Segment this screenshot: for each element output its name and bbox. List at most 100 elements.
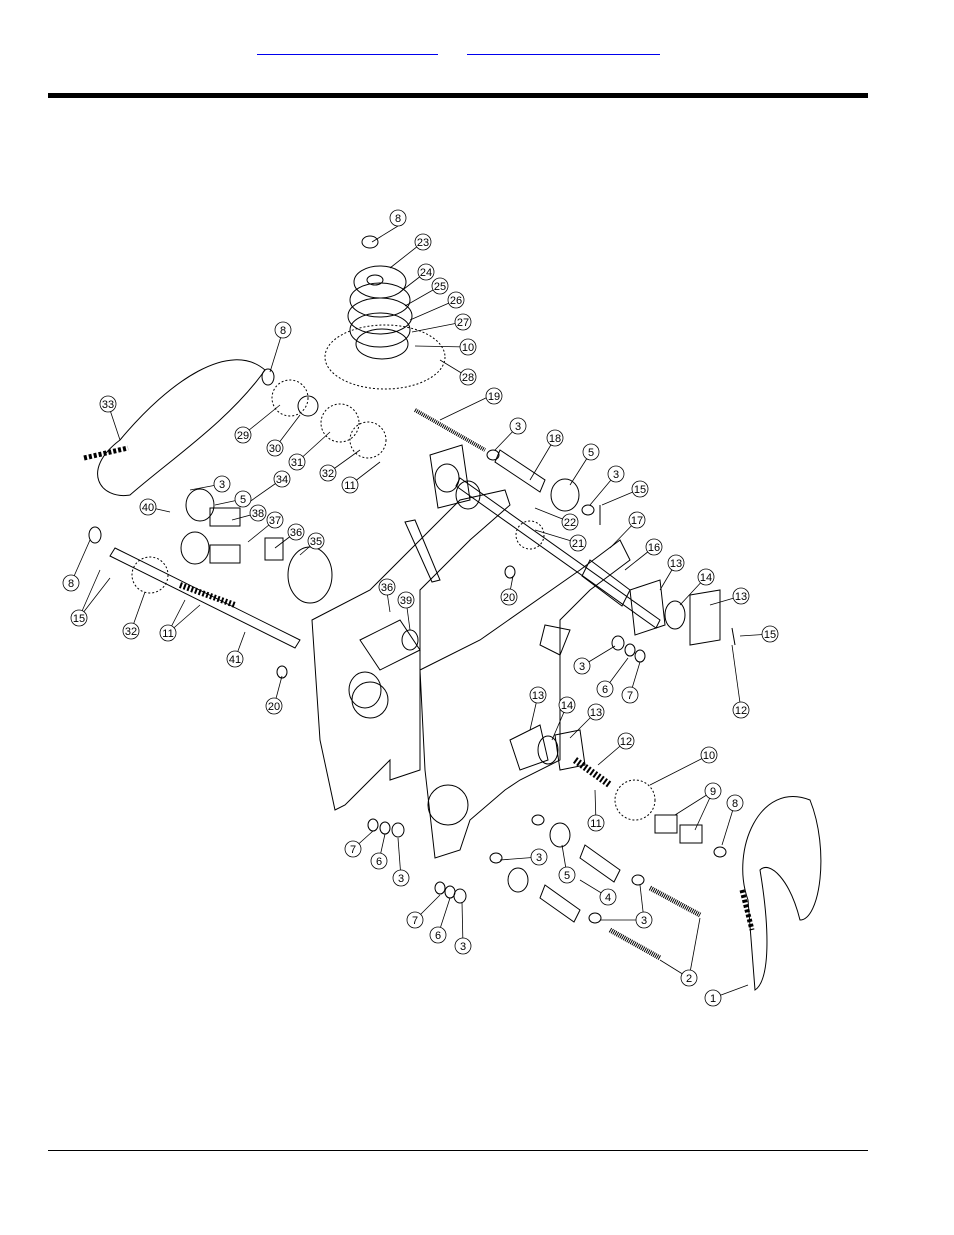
svg-text:3: 3 bbox=[641, 915, 647, 927]
callout-17: 17 bbox=[629, 512, 645, 528]
svg-text:30: 30 bbox=[269, 443, 281, 455]
callout-13-a: 13 bbox=[668, 555, 684, 571]
callout-14-b: 14 bbox=[559, 697, 575, 713]
callout-20-b: 20 bbox=[501, 589, 517, 605]
callout-7-c: 7 bbox=[407, 912, 423, 928]
callout-36-a: 36 bbox=[288, 524, 304, 540]
callout-7-a: 7 bbox=[622, 687, 638, 703]
callout-11-b: 11 bbox=[160, 625, 176, 641]
svg-text:3: 3 bbox=[219, 479, 225, 491]
svg-text:15: 15 bbox=[634, 484, 646, 496]
callout-5-c: 5 bbox=[559, 867, 575, 883]
svg-text:13: 13 bbox=[670, 558, 682, 570]
svg-text:25: 25 bbox=[434, 281, 446, 293]
callout-20-a: 20 bbox=[266, 698, 282, 714]
callout-32-b: 32 bbox=[123, 623, 139, 639]
svg-text:3: 3 bbox=[536, 852, 542, 864]
callout-16: 16 bbox=[646, 539, 662, 555]
svg-text:11: 11 bbox=[590, 818, 601, 830]
footer-rule bbox=[48, 1150, 868, 1151]
svg-text:11: 11 bbox=[344, 480, 355, 492]
callout-15-a: 15 bbox=[71, 610, 87, 626]
svg-text:34: 34 bbox=[276, 474, 288, 486]
callout-30: 30 bbox=[267, 440, 283, 456]
callout-3-f: 3 bbox=[531, 849, 547, 865]
callout-22: 22 bbox=[562, 514, 578, 530]
svg-text:8: 8 bbox=[280, 325, 286, 337]
callout-6-c: 6 bbox=[430, 927, 446, 943]
callout-27: 27 bbox=[455, 314, 471, 330]
svg-text:37: 37 bbox=[269, 515, 281, 527]
callout-4: 4 bbox=[600, 889, 616, 905]
callout-3-g: 3 bbox=[636, 912, 652, 928]
svg-text:6: 6 bbox=[602, 684, 608, 696]
svg-text:11: 11 bbox=[162, 628, 173, 640]
svg-text:3: 3 bbox=[515, 421, 521, 433]
svg-text:32: 32 bbox=[322, 468, 334, 480]
svg-text:5: 5 bbox=[564, 870, 570, 882]
callout-10-top: 10 bbox=[460, 339, 476, 355]
svg-text:32: 32 bbox=[125, 626, 137, 638]
callout-40: 40 bbox=[140, 499, 156, 515]
callout-23: 23 bbox=[415, 234, 431, 250]
svg-text:16: 16 bbox=[648, 542, 660, 554]
callout-28: 28 bbox=[460, 369, 476, 385]
callout-3-c: 3 bbox=[608, 466, 624, 482]
svg-text:10: 10 bbox=[462, 342, 474, 354]
svg-text:4: 4 bbox=[605, 892, 611, 904]
svg-text:6: 6 bbox=[376, 856, 382, 868]
svg-text:24: 24 bbox=[420, 267, 432, 279]
callout-25: 25 bbox=[432, 278, 448, 294]
svg-text:7: 7 bbox=[350, 844, 356, 856]
svg-text:7: 7 bbox=[627, 690, 633, 702]
svg-text:35: 35 bbox=[310, 536, 322, 548]
callout-38: 38 bbox=[250, 505, 266, 521]
callout-14-a: 14 bbox=[698, 569, 714, 585]
svg-text:14: 14 bbox=[561, 700, 573, 712]
svg-text:8: 8 bbox=[732, 798, 738, 810]
callout-36-b: 36 bbox=[379, 579, 395, 595]
callout-10-b: 10 bbox=[701, 747, 717, 763]
callout-3-b: 3 bbox=[510, 418, 526, 434]
svg-text:13: 13 bbox=[532, 690, 544, 702]
callout-31: 31 bbox=[289, 454, 305, 470]
svg-text:38: 38 bbox=[252, 508, 264, 520]
callout-5-b: 5 bbox=[583, 444, 599, 460]
callout-34: 34 bbox=[274, 471, 290, 487]
callout-8-left: 8 bbox=[275, 322, 291, 338]
callout-11-top: 11 bbox=[342, 477, 358, 493]
callout-2: 2 bbox=[681, 970, 697, 986]
callout-13-c: 13 bbox=[530, 687, 546, 703]
callout-33: 33 bbox=[100, 396, 116, 412]
svg-text:2: 2 bbox=[686, 973, 692, 985]
svg-text:41: 41 bbox=[229, 654, 241, 666]
svg-text:15: 15 bbox=[73, 613, 85, 625]
callout-13-d: 13 bbox=[588, 704, 604, 720]
svg-text:15: 15 bbox=[764, 629, 776, 641]
callout-6-a: 6 bbox=[597, 681, 613, 697]
svg-text:14: 14 bbox=[700, 572, 712, 584]
svg-text:17: 17 bbox=[631, 515, 643, 527]
callout-24: 24 bbox=[418, 264, 434, 280]
callout-29: 29 bbox=[235, 427, 251, 443]
svg-text:10: 10 bbox=[703, 750, 715, 762]
callout-12-b: 12 bbox=[618, 733, 634, 749]
callout-26: 26 bbox=[448, 292, 464, 308]
callout-6-b: 6 bbox=[371, 853, 387, 869]
callout-9: 9 bbox=[705, 783, 721, 799]
svg-text:1: 1 bbox=[710, 993, 716, 1005]
svg-text:21: 21 bbox=[572, 538, 584, 550]
svg-text:39: 39 bbox=[400, 595, 412, 607]
svg-text:40: 40 bbox=[142, 502, 154, 514]
svg-text:3: 3 bbox=[579, 661, 585, 673]
svg-text:27: 27 bbox=[457, 317, 469, 329]
callout-13-b: 13 bbox=[733, 588, 749, 604]
svg-text:13: 13 bbox=[735, 591, 747, 603]
svg-text:20: 20 bbox=[503, 592, 515, 604]
callout-8-c: 8 bbox=[727, 795, 743, 811]
svg-text:3: 3 bbox=[460, 941, 466, 953]
callout-21: 21 bbox=[570, 535, 586, 551]
callout-11-c: 11 bbox=[588, 815, 604, 831]
chain-right bbox=[743, 796, 821, 990]
